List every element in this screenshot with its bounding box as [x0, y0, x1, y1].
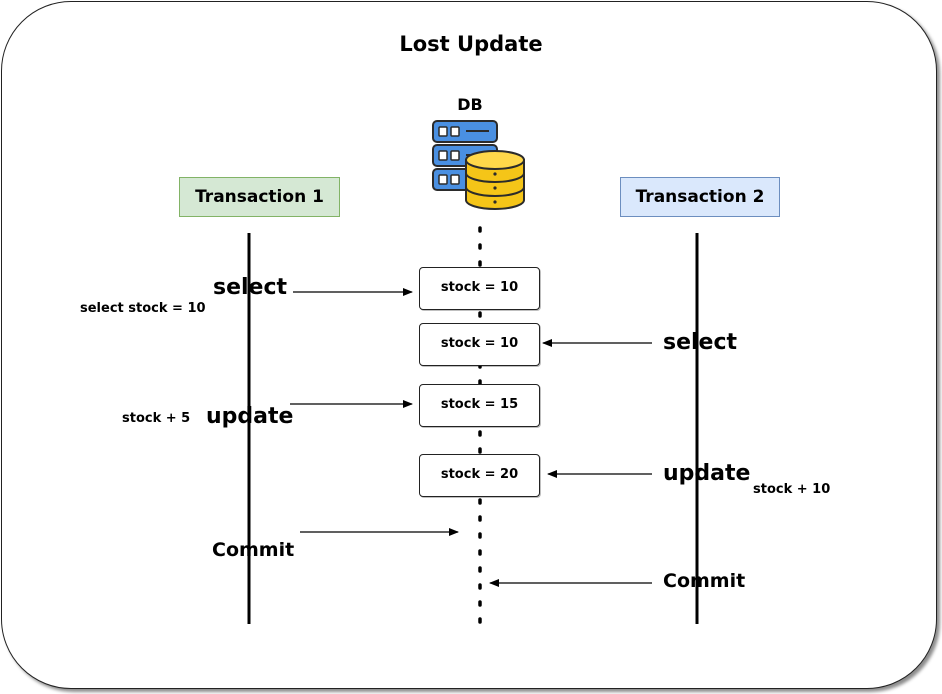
diagram-title: Lost Update [399, 32, 543, 56]
tx1-select-note: select stock = 10 [80, 301, 206, 316]
transaction-2-box: Transaction 2 [620, 177, 780, 217]
db-label: DB [457, 95, 483, 114]
tx2-commit-label: Commit [663, 570, 746, 592]
tx1-commit-label: Commit [212, 539, 295, 561]
tx1-update-note: stock + 5 [122, 411, 191, 426]
db-state-box: stock = 10 [419, 267, 540, 310]
transaction-1-box: Transaction 1 [179, 177, 340, 217]
tx2-update-label: update [663, 461, 751, 486]
tx1-select-label: select [213, 275, 288, 300]
tx2-update-note: stock + 10 [753, 482, 831, 497]
db-state-box: stock = 20 [419, 454, 540, 497]
database-server-icon [432, 120, 525, 210]
db-state-box: stock = 10 [419, 323, 540, 366]
tx1-update-label: update [206, 404, 294, 429]
tx2-select-label: select [663, 330, 738, 355]
db-state-box: stock = 15 [419, 384, 540, 427]
